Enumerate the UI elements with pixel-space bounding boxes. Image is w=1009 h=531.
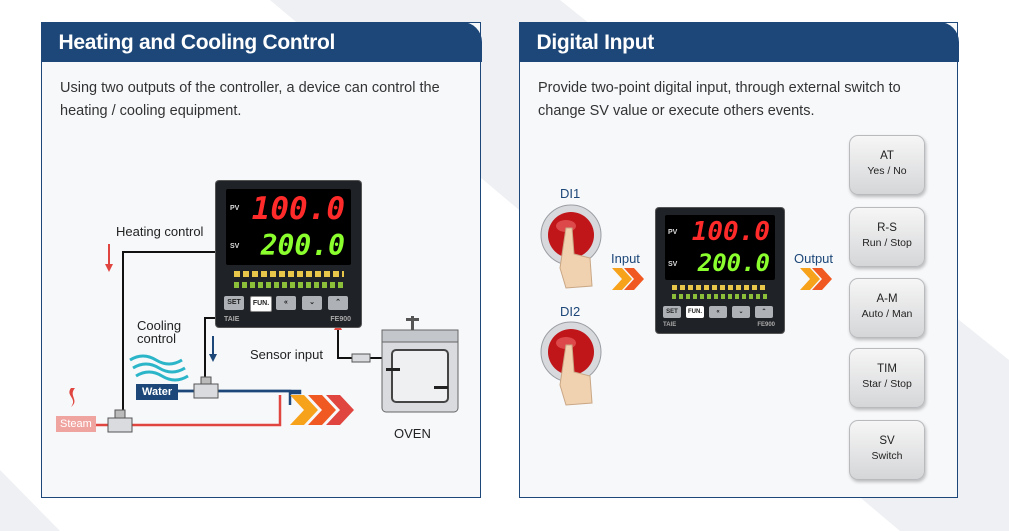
sv-readout: 200.0 bbox=[697, 249, 770, 277]
fun-key[interactable]: FUN. bbox=[686, 306, 704, 318]
oven-label: OVEN bbox=[394, 426, 431, 441]
event-title: TIM bbox=[877, 363, 897, 375]
fun-key[interactable]: FUN. bbox=[250, 296, 272, 312]
indicator-leds bbox=[234, 271, 344, 277]
event-subtitle: Run / Stop bbox=[862, 237, 912, 249]
di2-label: DI2 bbox=[560, 304, 581, 319]
pv-readout: 100.0 bbox=[251, 191, 345, 227]
panel-header: Heating and Cooling Control bbox=[40, 21, 482, 62]
heating-control-wire bbox=[122, 251, 216, 410]
temperature-controller-right: PV SV 100.0 200.0 SET FUN. « ⌄ ⌃ TAIE FE… bbox=[656, 208, 784, 333]
event-subtitle: Switch bbox=[871, 450, 903, 462]
event-subtitle: Yes / No bbox=[867, 165, 907, 177]
pv-tag: PV bbox=[230, 205, 240, 212]
sensor-input-label: Sensor input bbox=[250, 347, 323, 362]
water-valve-icon bbox=[193, 376, 219, 399]
event-title: SV bbox=[879, 435, 895, 447]
heating-control-label: Heating control bbox=[116, 224, 204, 239]
up-key[interactable]: ⌃ bbox=[755, 306, 773, 318]
event-button-tim[interactable]: TIM Star / Stop bbox=[849, 348, 925, 408]
brand-label: TAIE bbox=[224, 316, 240, 323]
controller-display: PV SV 100.0 200.0 bbox=[665, 215, 775, 280]
event-button-at[interactable]: AT Yes / No bbox=[849, 135, 925, 195]
event-subtitle: Star / Stop bbox=[862, 378, 912, 390]
sv-tag: SV bbox=[230, 243, 240, 250]
sv-tag: SV bbox=[668, 261, 678, 268]
event-button-rs[interactable]: R-S Run / Stop bbox=[849, 207, 925, 267]
water-badge: Water bbox=[136, 384, 179, 400]
sv-readout: 200.0 bbox=[260, 229, 345, 262]
di1-label: DI1 bbox=[560, 186, 581, 201]
bargraph-leds bbox=[672, 294, 768, 299]
set-key[interactable]: SET bbox=[224, 296, 244, 310]
event-button-sv[interactable]: SV Switch bbox=[849, 420, 925, 480]
steam-flame-icon bbox=[69, 388, 75, 407]
push-button-hand-icon bbox=[540, 204, 602, 289]
event-title: R-S bbox=[877, 222, 897, 234]
output-chevron-arrow-icon bbox=[800, 268, 832, 290]
event-subtitle: Auto / Man bbox=[861, 308, 913, 320]
panel-description: Provide two-point digital input, through… bbox=[538, 80, 901, 119]
shift-key[interactable]: « bbox=[276, 296, 296, 310]
panel-header: Digital Input bbox=[518, 21, 959, 62]
input-chevron-arrow-icon bbox=[612, 268, 644, 290]
steam-pipe bbox=[95, 395, 282, 427]
shift-key[interactable]: « bbox=[709, 306, 727, 318]
up-key[interactable]: ⌃ bbox=[328, 296, 348, 310]
cooling-control-label-line1: Cooling bbox=[137, 318, 182, 333]
push-button-hand-icon bbox=[540, 321, 602, 406]
input-label: Input bbox=[611, 251, 640, 266]
cooling-control-label-line2: control bbox=[137, 331, 177, 346]
cooling-control-wire bbox=[204, 317, 216, 378]
model-label: FE900 bbox=[330, 316, 351, 323]
pv-tag: PV bbox=[668, 229, 678, 236]
set-key[interactable]: SET bbox=[663, 306, 681, 318]
down-key[interactable]: ⌄ bbox=[732, 306, 750, 318]
model-label: FE900 bbox=[757, 322, 775, 328]
panel-title: Heating and Cooling Control bbox=[58, 30, 336, 54]
double-chevron-arrow-icon bbox=[290, 395, 354, 425]
steam-badge: Steam bbox=[56, 416, 96, 432]
event-button-am[interactable]: A-M Auto / Man bbox=[849, 278, 925, 338]
water-waves-icon bbox=[129, 354, 189, 382]
pv-readout: 100.0 bbox=[691, 217, 770, 247]
brand-label: TAIE bbox=[663, 322, 677, 328]
panel-description: Using two outputs of the controller, a d… bbox=[60, 80, 440, 119]
event-title: AT bbox=[880, 150, 894, 162]
oven-icon bbox=[381, 316, 459, 413]
output-label: Output bbox=[794, 251, 834, 266]
event-title: A-M bbox=[876, 293, 898, 305]
temperature-controller-left: PV SV 100.0 200.0 SET FUN. « ⌄ ⌃ TAIE FE… bbox=[216, 181, 361, 327]
steam-valve-icon bbox=[107, 409, 133, 433]
down-key[interactable]: ⌄ bbox=[302, 296, 322, 310]
indicator-leds bbox=[672, 285, 768, 290]
controller-display: PV SV 100.0 200.0 bbox=[226, 189, 351, 265]
bargraph-leds bbox=[234, 282, 344, 288]
panel-title: Digital Input bbox=[536, 30, 655, 54]
